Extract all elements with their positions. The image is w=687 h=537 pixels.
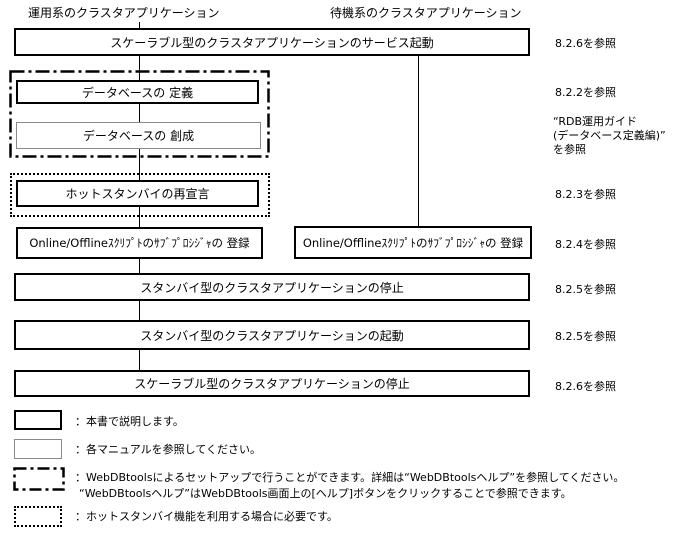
ref-scalable-stop: 8.2.6を参照	[555, 380, 616, 393]
step-hot-standby-redeclare: ホットスタンバイの再宣言	[16, 180, 259, 207]
legend-dashdot-text-2: “WebDBtoolsヘルプ”はWebDBtools画面上の[ヘルプ]ボタンをク…	[79, 487, 572, 500]
header-active-node: 運用系のクラスタアプリケーション	[28, 6, 220, 20]
legend-thick-text: ：本書で説明します。	[75, 415, 184, 428]
step-online-offline-active: Online/Offlineｽｸﾘﾌﾟﾄのｻﾌﾞﾌﾟﾛｼｼﾞｬの 登録	[16, 227, 263, 259]
legend-thick-sample	[14, 410, 62, 430]
ref-hot-standby: 8.2.3を参照	[555, 188, 616, 201]
ref-standby-start: 8.2.5を参照	[555, 330, 616, 343]
legend-dashdot-sample	[13, 467, 65, 491]
step-service-start: スケーラブル型のクラスタアプリケーションのサービス起動	[14, 28, 530, 56]
ref-db-create: “RDB運用ガイド (データベース定義編)” を参照	[553, 115, 666, 157]
step-standby-stop: スタンバイ型のクラスタアプリケーションの停止	[14, 273, 530, 301]
ref-db-create-line2: (データベース定義編)”	[553, 129, 666, 142]
legend-dashdot-text-1: ：WebDBtoolsによるセットアップで行うことができます。詳細は“WebDB…	[75, 471, 625, 484]
step-online-offline-standby: Online/Offlineｽｸﾘﾌﾟﾄのｻﾌﾞﾌﾟﾛｼｼﾞｬの 登録	[294, 226, 532, 259]
ref-standby-stop: 8.2.5を参照	[555, 283, 616, 296]
hot-standby-frame	[10, 173, 270, 217]
legend-dotted-text: ：ホットスタンバイ機能を利用する場合に必要です。	[75, 510, 338, 523]
webdbtools-frame	[9, 70, 270, 158]
ref-db-define: 8.2.2を参照	[555, 86, 616, 99]
legend-thin-sample	[14, 439, 62, 459]
step-standby-start: スタンバイ型のクラスタアプリケーションの起動	[14, 320, 530, 350]
legend-dotted-sample	[14, 506, 62, 527]
header-standby-node: 待機系のクラスタアプリケーション	[330, 6, 522, 20]
ref-db-create-line3: を参照	[553, 143, 586, 156]
flow-line-standby	[418, 56, 419, 226]
ref-online-offline: 8.2.4を参照	[555, 238, 616, 251]
step-db-define: データベースの 定義	[16, 80, 259, 104]
step-db-create: データベースの 創成	[16, 122, 261, 149]
ref-service-start: 8.2.6を参照	[555, 37, 616, 50]
legend-thin-text: ：各マニュアルを参照してください。	[75, 443, 262, 456]
ref-db-create-line1: “RDB運用ガイド	[553, 115, 638, 128]
step-scalable-stop: スケーラブル型のクラスタアプリケーションの停止	[14, 370, 530, 397]
